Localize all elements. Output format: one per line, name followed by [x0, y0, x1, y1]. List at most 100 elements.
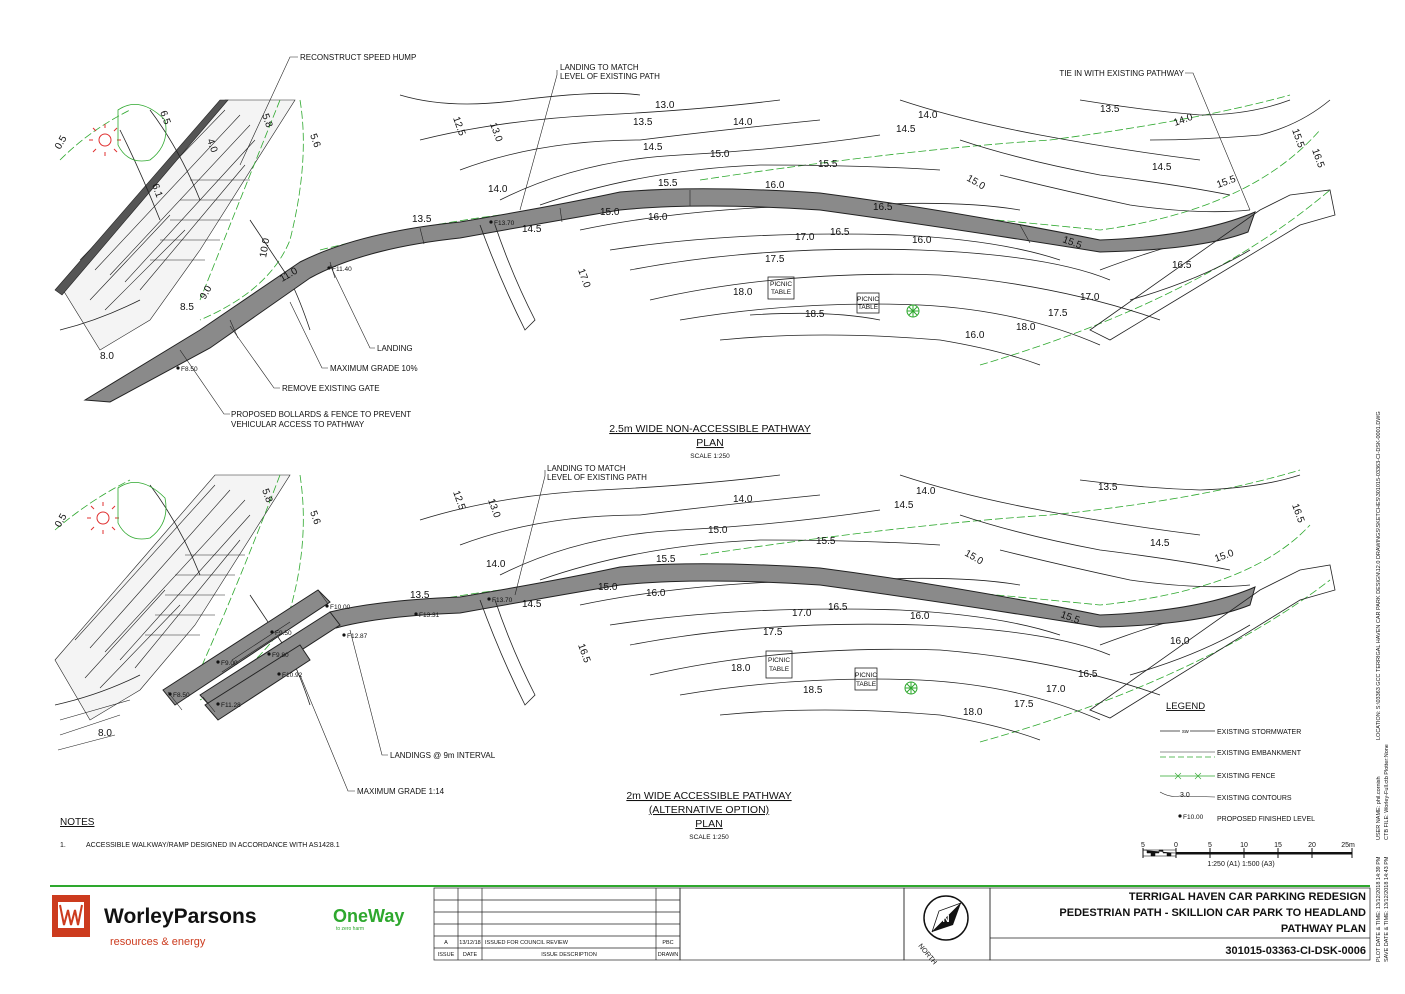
svg-text:14.0: 14.0 — [733, 117, 753, 128]
drawing-title-1: TERRIGAL HAVEN CAR PARKING REDESIGN — [1129, 891, 1366, 903]
svg-text:15.0: 15.0 — [965, 173, 988, 192]
svg-text:6.1: 6.1 — [149, 182, 164, 199]
svg-text:ISSUE DESCRIPTION: ISSUE DESCRIPTION — [541, 952, 597, 958]
svg-text:16.0: 16.0 — [965, 330, 985, 341]
company-tagline: resources & energy — [110, 936, 206, 948]
svg-text:4.0: 4.0 — [204, 137, 219, 154]
callout-max-grade-2: MAXIMUM GRADE 1:14 — [357, 787, 445, 796]
svg-text:F11.28: F11.28 — [221, 702, 241, 709]
callout-bollards-2: VEHICULAR ACCESS TO PATHWAY — [231, 420, 365, 429]
svg-text:15.0: 15.0 — [708, 525, 728, 536]
svg-text:17.5: 17.5 — [1014, 699, 1034, 710]
svg-text:18.0: 18.0 — [963, 707, 983, 718]
callout-landing-match-3: LANDING TO MATCH — [547, 464, 626, 473]
svg-text:14.0: 14.0 — [1172, 112, 1194, 129]
svg-text:12.5: 12.5 — [450, 489, 467, 511]
svg-text:14.5: 14.5 — [1152, 162, 1172, 173]
svg-text:16.0: 16.0 — [648, 212, 668, 223]
svg-text:16.0: 16.0 — [765, 180, 785, 191]
legend-item-embankment: EXISTING EMBANKMENT — [1217, 750, 1302, 757]
svg-text:F8.50: F8.50 — [173, 692, 190, 699]
level-f850: F8.50 — [181, 366, 198, 373]
svg-text:sw: sw — [1182, 729, 1189, 735]
svg-text:F9.00: F9.00 — [221, 660, 238, 667]
svg-text:NORTH: NORTH — [916, 943, 937, 966]
svg-text:F12.87: F12.87 — [347, 633, 368, 640]
title-block: WorleyParsons resources & energy OneWay … — [50, 885, 1371, 966]
picnic-table-3b: TABLE — [769, 666, 790, 673]
svg-text:14.0: 14.0 — [916, 486, 936, 497]
svg-text:15.5: 15.5 — [656, 554, 676, 565]
svg-text:17.0: 17.0 — [792, 608, 812, 619]
svg-text:20: 20 — [1308, 842, 1316, 849]
carpark-hatch-1 — [54, 99, 296, 351]
svg-text:15.5: 15.5 — [816, 536, 836, 547]
svg-text:16.5: 16.5 — [1172, 260, 1192, 271]
svg-text:17.5: 17.5 — [765, 254, 785, 265]
svg-text:14.0: 14.0 — [918, 110, 938, 121]
svg-text:14.0: 14.0 — [488, 184, 508, 195]
callouts-2 — [299, 470, 546, 792]
level-f1370: F13.70 — [494, 220, 515, 227]
level-f1140: F11.40 — [332, 266, 352, 273]
svg-text:USER NAME: phil.cornish: USER NAME: phil.cornish — [1376, 776, 1382, 840]
svg-text:F10.92: F10.92 — [282, 672, 303, 679]
notes-item: ACCESSIBLE WALKWAY/RAMP DESIGNED IN ACCO… — [86, 842, 340, 849]
oneway-logo: OneWay — [333, 906, 404, 926]
callout-tie-in: TIE IN WITH EXISTING PATHWAY — [1059, 69, 1184, 78]
picnic-table-4b: TABLE — [856, 681, 877, 688]
svg-text:CTB FILE: Worley-Full.ctb Plo: CTB FILE: Worley-Full.ctb Plotter:None — [1384, 744, 1390, 840]
svg-text:13.5: 13.5 — [412, 214, 432, 225]
picnic-table-3a: PICNIC — [768, 657, 790, 664]
svg-text:10: 10 — [1240, 842, 1248, 849]
svg-text:5.8: 5.8 — [259, 487, 274, 504]
svg-text:10.0: 10.0 — [258, 237, 272, 259]
svg-text:F9.80: F9.80 — [272, 652, 289, 659]
side-info: LOCATION: S:\03363 GCC TERRIGAL HAVEN CA… — [1376, 411, 1390, 962]
svg-text:17.0: 17.0 — [1046, 684, 1066, 695]
picnic-table-4a: PICNIC — [855, 672, 877, 679]
svg-text:14.5: 14.5 — [522, 224, 542, 235]
svg-text:DATE: DATE — [463, 952, 478, 958]
svg-text:13.0: 13.0 — [487, 121, 504, 143]
legend-item-stormwater: EXISTING STORMWATER — [1217, 729, 1301, 736]
svg-text:18.5: 18.5 — [803, 685, 823, 696]
legend: LEGEND sw EXISTING STORMWATER EXISTING E… — [1159, 701, 1315, 823]
svg-text:15.0: 15.0 — [600, 207, 620, 218]
svg-text:15.0: 15.0 — [598, 582, 618, 593]
svg-text:14.5: 14.5 — [896, 124, 916, 135]
svg-text:16.0: 16.0 — [912, 235, 932, 246]
scale-caption: 1:250 (A1) 1:500 (A3) — [1207, 861, 1274, 868]
north-arrow-icon: N NORTH — [916, 895, 969, 966]
switchback-ramps — [162, 589, 341, 721]
plan-1: PICNIC TABLE PICNIC TABLE 0.5 6.5 4.0 5.… — [53, 53, 1336, 460]
svg-text:5.6: 5.6 — [307, 509, 322, 526]
legend-item-contours: EXISTING CONTOURS — [1217, 795, 1292, 802]
svg-text:16.0: 16.0 — [910, 611, 930, 622]
svg-text:0.5: 0.5 — [53, 134, 70, 152]
svg-text:15.0: 15.0 — [1213, 548, 1235, 565]
svg-text:ISSUED FOR COUNCIL REVIEW: ISSUED FOR COUNCIL REVIEW — [485, 940, 569, 946]
svg-text:18.0: 18.0 — [731, 663, 751, 674]
notes: NOTES 1. ACCESSIBLE WALKWAY/RAMP DESIGNE… — [60, 817, 340, 849]
proposed-pathway-2 — [329, 563, 1256, 629]
svg-text:F13.31: F13.31 — [419, 612, 440, 619]
legend-item-fence: EXISTING FENCE — [1217, 773, 1276, 780]
oneway-tagline: to zero harm — [336, 926, 364, 932]
callout-bollards-1: PROPOSED BOLLARDS & FENCE TO PREVENT — [231, 410, 411, 419]
svg-text:16.0: 16.0 — [1170, 636, 1190, 647]
svg-text:25m: 25m — [1341, 842, 1355, 849]
svg-text:N: N — [942, 914, 949, 925]
svg-text:6.5: 6.5 — [157, 109, 172, 126]
carpark-hatch-2 — [54, 474, 291, 751]
svg-text:8.0: 8.0 — [100, 351, 114, 362]
finished-levels-2: F10.00 F9.50 F9.00 F8.50 F11.28 F9.80 F1… — [168, 597, 513, 709]
svg-text:15.0: 15.0 — [710, 149, 730, 160]
legend-item-finished-level: PROPOSED FINISHED LEVEL — [1217, 816, 1315, 823]
svg-text:13.0: 13.0 — [655, 100, 675, 111]
finished-levels-1: F8.50 F11.40 F13.70 — [176, 220, 515, 373]
plan-2-scale: SCALE 1:250 — [689, 834, 729, 841]
callout-speed-hump: RECONSTRUCT SPEED HUMP — [300, 53, 416, 62]
svg-text:5: 5 — [1208, 842, 1212, 849]
svg-text:16.5: 16.5 — [1078, 669, 1098, 680]
